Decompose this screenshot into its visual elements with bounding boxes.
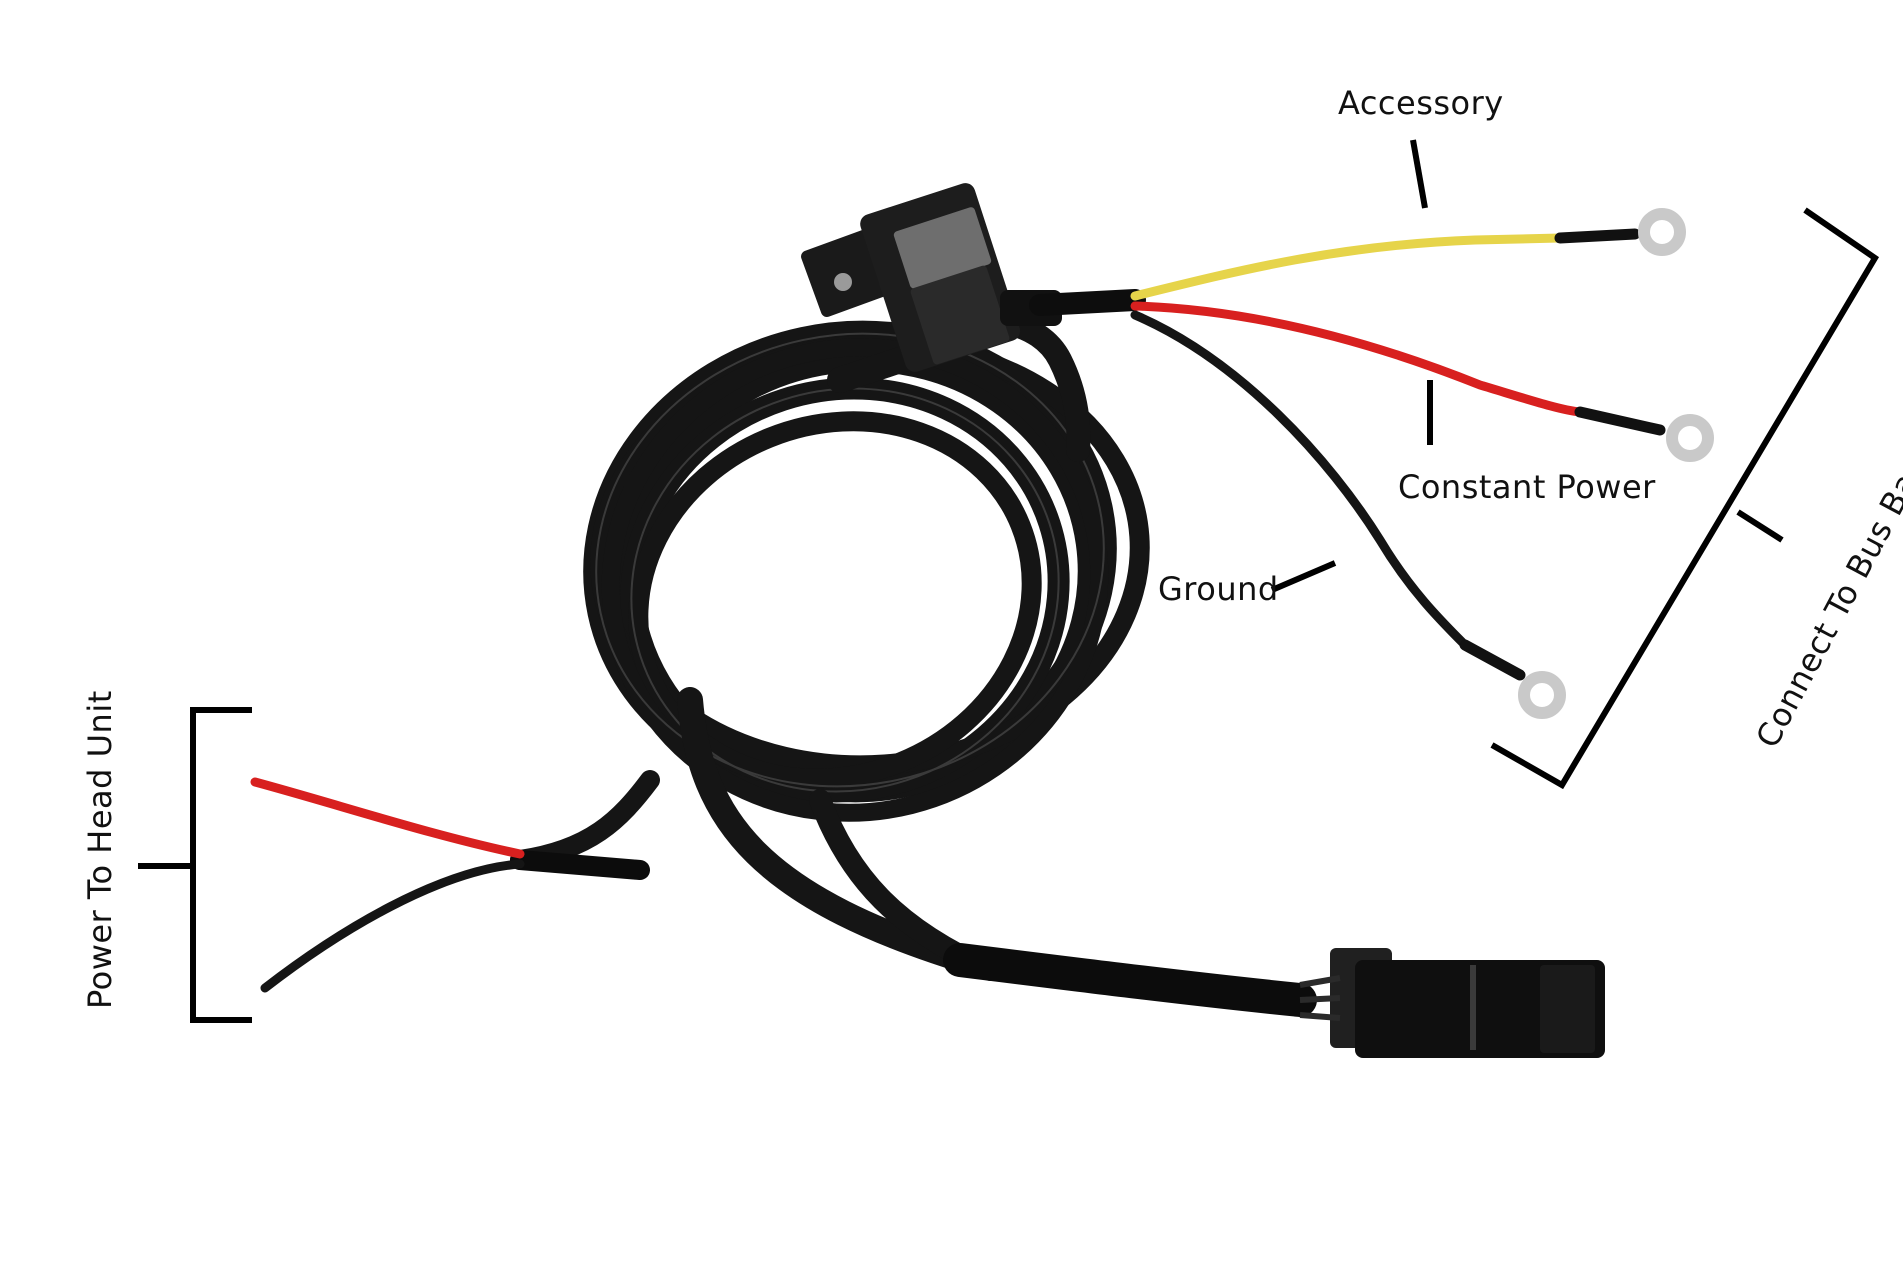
ring-terminal-accessory xyxy=(1638,208,1686,256)
label-constant-power: Constant Power xyxy=(1398,468,1656,506)
bottom-heatshrink xyxy=(943,943,1317,1017)
fuse-heatshrink xyxy=(1029,289,1146,316)
wire-constant-red xyxy=(1130,301,1585,417)
bracket-bus-bar xyxy=(1490,207,1880,790)
wire-accessory-yellow xyxy=(1130,233,1565,301)
callout-accessory xyxy=(1410,139,1428,209)
callout-ground xyxy=(1270,560,1337,593)
wire-constant-shrink xyxy=(1574,406,1666,436)
bottom-connector xyxy=(1299,948,1605,1058)
wire-accessory-shrink xyxy=(1554,228,1641,244)
ring-terminal-ground xyxy=(1518,671,1566,719)
ring-terminal-constant xyxy=(1666,414,1714,462)
wire-ground-shrink xyxy=(1459,639,1526,681)
callout-lines xyxy=(138,139,1880,1023)
left-wire-black xyxy=(260,859,525,993)
bracket-bus-bar-tick xyxy=(1736,509,1784,543)
harness-lead-bottom-1 xyxy=(677,687,993,978)
label-power-to-head-unit: Power To Head Unit xyxy=(81,690,119,1009)
left-heatshrink xyxy=(510,850,650,880)
label-ground: Ground xyxy=(1158,570,1279,608)
wire-ground-black xyxy=(1130,310,1470,650)
label-accessory: Accessory xyxy=(1338,84,1504,122)
fuse-holder xyxy=(801,183,1062,372)
harness-coil xyxy=(583,320,1150,822)
left-wire-red xyxy=(250,777,525,859)
